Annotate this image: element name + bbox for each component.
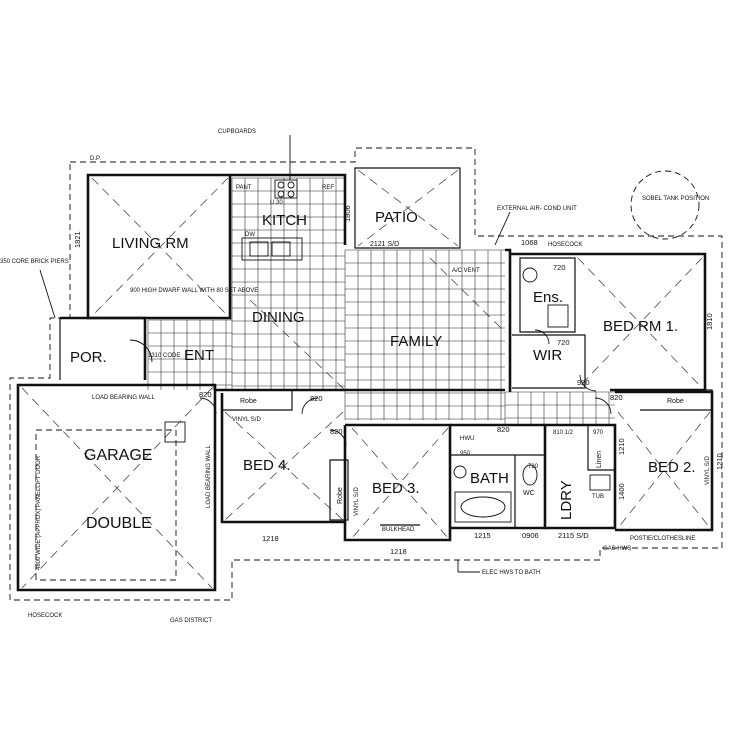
room-label-bed2: BED 2.: [648, 459, 696, 476]
note-pantry: PANT: [236, 185, 252, 191]
note-load-wall-horizontal: LOAD BEARING WALL: [92, 395, 155, 401]
room-label-kitchen: KITCH: [262, 212, 307, 229]
dim-820-a: 820: [199, 390, 212, 399]
dim-720-wir: 720: [557, 338, 570, 347]
dim-2115: 2115 S/D: [558, 531, 589, 540]
room-label-robe-bed2: Robe: [667, 398, 684, 405]
fixtures: [35, 179, 611, 581]
note-robe-sd: VINYL S/D: [705, 456, 711, 485]
room-label-wc: WC: [523, 490, 535, 497]
room-labels: LIVING RM KITCH PATIO DINING FAMILY Ens.…: [70, 209, 696, 532]
septic-tank-outline: [630, 170, 700, 240]
dim-1810: 1810: [705, 313, 714, 330]
dim-1068: 1068: [521, 238, 538, 247]
dim-820-c: 820: [330, 427, 343, 436]
room-diagonals: [21, 169, 711, 589]
room-label-dining: DINING: [252, 309, 305, 326]
plan-dimensions: 1821 1806 1068 720 720 1810 820 820 820 …: [73, 205, 724, 556]
room-label-living: LIVING RM: [112, 235, 189, 252]
room-label-porch: POR.: [70, 349, 107, 366]
note-elec-bath: ELEC HWS TO BATH: [482, 570, 540, 576]
dim-820-e: 820: [497, 425, 510, 434]
dim-820-b: 820: [310, 394, 323, 403]
note-gas-meter: GAS DISTRICT: [170, 618, 212, 624]
dim-720-ens: 720: [553, 263, 566, 272]
dim-0906: 0906: [522, 531, 539, 540]
note-core-pier: 350 CORE BRICK PIERS: [0, 259, 69, 265]
dim-1210-hall: 1210: [617, 438, 626, 455]
room-label-patio: PATIO: [375, 209, 418, 226]
dim-1310-code: 1310 CODE: [148, 353, 180, 359]
note-ac-vent: A/C VENT: [452, 268, 480, 274]
note-septic: SOBEL TANK POSITION: [642, 196, 709, 202]
note-sliding-2121: 2121 S/D: [370, 241, 399, 248]
note-bulkhead: BULKHEAD: [382, 527, 415, 533]
note-hosecock-bottom: HOSECOCK: [28, 613, 62, 619]
dim-1218-b: 1218: [390, 547, 407, 556]
room-label-robe-bed3: Robe: [337, 487, 344, 504]
room-label-bed4: BED 4.: [243, 457, 291, 474]
dim-1210-right: 1210: [715, 453, 724, 470]
dim-950: 950: [460, 451, 471, 457]
kitchen-island: [241, 237, 303, 261]
door-swings: [129, 329, 612, 447]
note-panel-lift-door: 4800 WIDE (APPROX) PANELLIFT DOOR: [36, 455, 42, 570]
note-vinyl-sd-bed3: VINYL S/D: [354, 487, 360, 516]
walls: [16, 167, 714, 592]
room-label-garage-double: DOUBLE: [86, 515, 152, 532]
note-half-wall: 900 HIGH DWARF WALL WITH 80 SET ABOVE: [130, 288, 258, 294]
room-label-bed1: BED RM 1.: [603, 318, 678, 335]
note-load-wall-vertical: LOAD BEARING WALL: [206, 445, 212, 508]
dim-720-wc: 720: [528, 464, 539, 470]
note-ref: REF: [322, 185, 334, 191]
dim-970: 970: [593, 430, 604, 436]
note-external-aircon: EXTERNAL AIR- COND UNIT: [497, 206, 577, 212]
room-label-bed3: BED 3.: [372, 480, 420, 497]
note-dp-top-left: D.P.: [90, 156, 101, 162]
eave-line: [9, 147, 723, 601]
room-label-bath: BATH: [470, 470, 509, 487]
dim-920: 920: [577, 378, 590, 387]
dim-1400: 1400: [617, 483, 626, 500]
room-label-laundry: LDRY: [558, 480, 575, 520]
floor-tiles: [147, 177, 615, 425]
note-uc: U.30: [270, 200, 283, 206]
dim-820-d: 820: [610, 393, 623, 402]
room-label-linen: Linen: [596, 451, 603, 468]
note-hwu: HWU: [460, 436, 474, 442]
note-cupboards: CUPBOARDS: [218, 129, 256, 135]
room-label-wir: WIR: [533, 347, 562, 364]
room-label-garage: GARAGE: [84, 447, 152, 464]
room-label-ensuite: Ens.: [533, 289, 563, 306]
room-label-robe-bed4: Robe: [240, 398, 257, 405]
note-vinyl-sd: VINYL S/D: [232, 417, 261, 423]
room-label-family: FAMILY: [390, 333, 442, 350]
note-tub: TUB: [592, 494, 604, 500]
dim-1806: 1806: [343, 205, 352, 222]
note-dw: DW: [245, 232, 255, 238]
dim-1215: 1215: [474, 531, 491, 540]
room-label-entry: ENT: [184, 347, 214, 364]
dim-1218-a: 1218: [262, 534, 279, 543]
dim-1821: 1821: [73, 231, 82, 248]
note-gas-hws: GAS HWS: [603, 546, 631, 552]
leader-lines: [39, 135, 511, 573]
note-hosecock-top: HOSECOCK: [548, 242, 582, 248]
plan-notes: CUPBOARDS SOBEL TANK POSITION 2121 S/D E…: [0, 129, 711, 624]
dim-810: 810 1/2: [553, 430, 574, 436]
note-postie: POSTIE/CLOTHESLINE: [630, 536, 695, 542]
